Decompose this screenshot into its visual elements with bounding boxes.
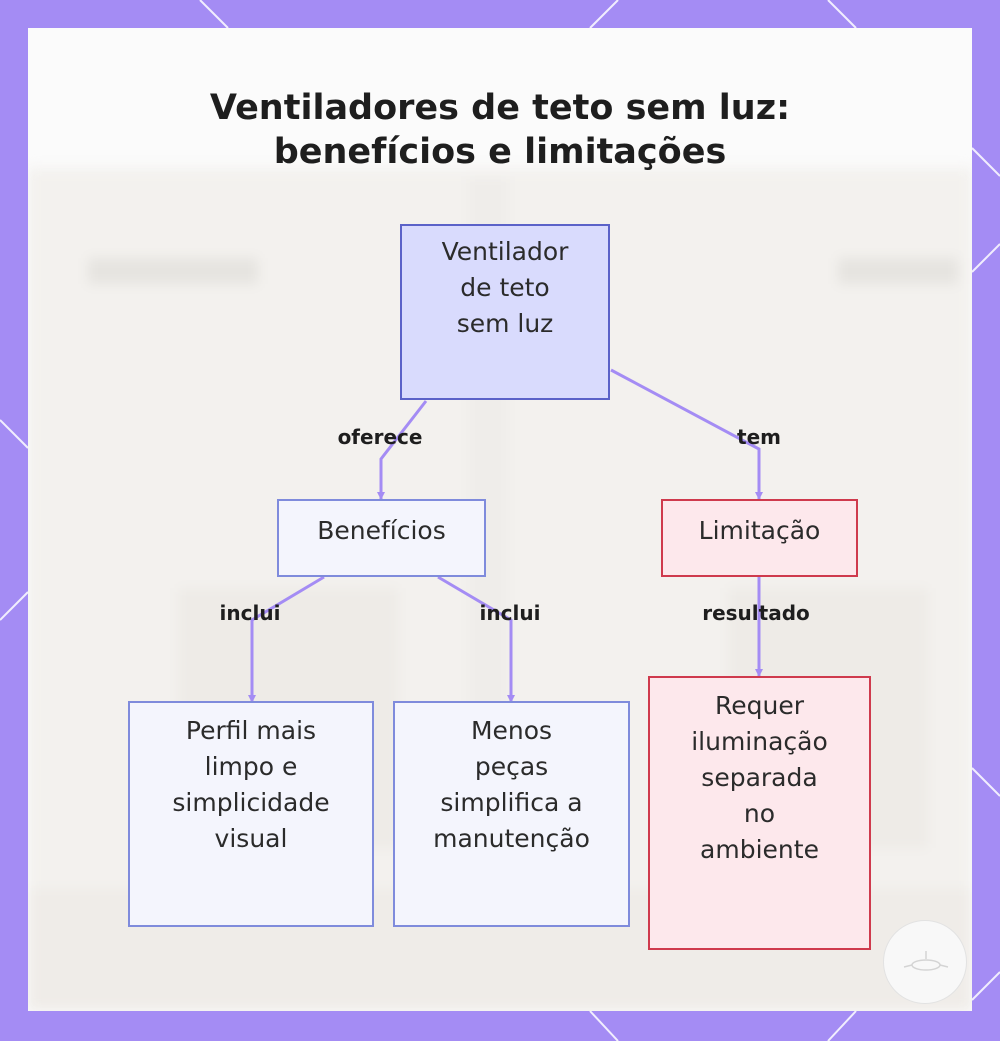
diagram-edges xyxy=(248,368,763,703)
node-text-line: Requer xyxy=(714,691,804,720)
node-text-line: iluminação xyxy=(691,727,828,756)
edge-includes-right xyxy=(437,575,515,703)
edge-label-includes-left: inclui xyxy=(219,601,281,625)
title-line-2: benefícios e limitações xyxy=(273,132,727,172)
node-text-line: de teto xyxy=(460,273,550,302)
node-benefits: Benefícios xyxy=(277,499,486,577)
edge-label-has: tem xyxy=(737,425,781,449)
node-text-line: Perfil mais xyxy=(185,716,317,745)
node-text-line: separada xyxy=(701,763,818,792)
node-text-line: peças xyxy=(474,752,549,781)
edge-label-includes-right: inclui xyxy=(479,601,541,625)
edge-label-offers: oferece xyxy=(337,425,423,449)
node-text-line: Ventilador xyxy=(441,237,569,266)
watermark-logo xyxy=(883,920,967,1004)
node-text-line: limpo e xyxy=(204,752,298,781)
node-text-line: Benefícios xyxy=(317,516,446,545)
node-fewer-parts: Menos peças simplifica a manutenção xyxy=(393,701,630,927)
edge-has xyxy=(610,368,763,500)
node-limitation: Limitação xyxy=(661,499,858,577)
node-text-line: manutenção xyxy=(433,824,590,853)
node-text-line: ambiente xyxy=(700,835,819,864)
edge-label-result: resultado xyxy=(702,601,810,625)
node-text-line: simplifica a xyxy=(440,788,583,817)
diagram-panel: Ventiladores de teto sem luz: benefícios… xyxy=(28,28,972,1011)
node-cleaner-profile: Perfil mais limpo e simplicidade visual xyxy=(128,701,374,927)
node-text-line: simplicidade xyxy=(172,788,330,817)
diagram-title: Ventiladores de teto sem luz: benefícios… xyxy=(28,86,972,174)
edge-offers xyxy=(377,400,428,500)
node-text-line: visual xyxy=(214,824,288,853)
edge-includes-left xyxy=(248,575,325,703)
node-requires-separate-lighting: Requer iluminação separada no ambiente xyxy=(648,676,871,950)
node-text-line: sem luz xyxy=(456,309,554,338)
title-line-1: Ventiladores de teto sem luz: xyxy=(209,88,791,128)
node-text-line: Menos xyxy=(470,716,553,745)
node-text-line: no xyxy=(743,799,776,828)
node-ceiling-fan-without-light: Ventilador de teto sem luz xyxy=(400,224,610,400)
node-text-line: Limitação xyxy=(698,516,821,545)
